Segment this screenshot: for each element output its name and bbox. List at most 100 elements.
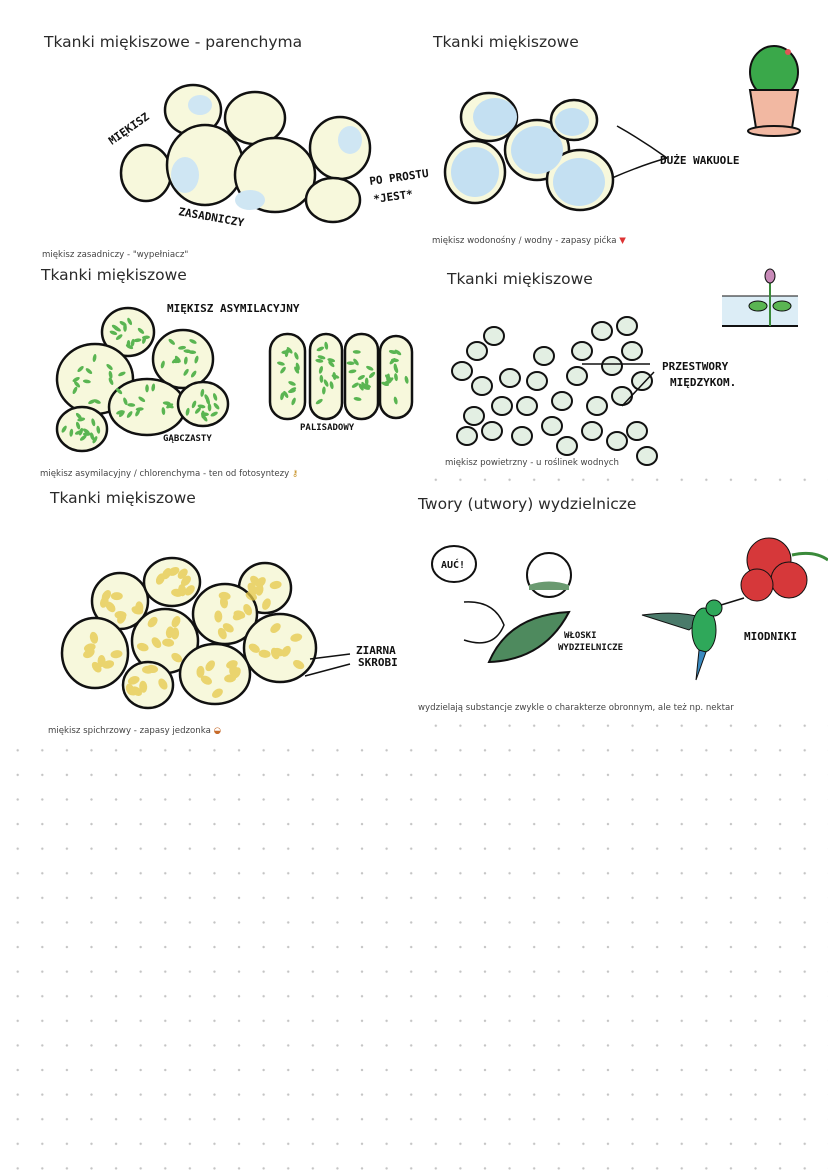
starch-grain	[155, 573, 165, 585]
chloroplast	[316, 346, 325, 352]
chloroplast	[388, 349, 397, 355]
chloroplast	[205, 396, 210, 405]
panel-title: Tkanki miękiszowe	[433, 33, 579, 51]
chloroplast	[353, 397, 362, 401]
chloroplast	[82, 428, 90, 434]
starch-grain	[105, 601, 116, 613]
starch-grain	[233, 610, 246, 619]
air-cell	[626, 421, 648, 441]
chloroplast	[318, 365, 323, 374]
chloroplast	[183, 368, 189, 376]
starch-grain	[117, 612, 127, 624]
chloroplast	[137, 327, 145, 334]
chloroplast	[362, 385, 371, 390]
chloroplast	[75, 421, 81, 430]
air-cell	[616, 316, 638, 336]
air-cell	[556, 436, 578, 456]
starch-grain	[151, 637, 162, 649]
chloroplast	[291, 397, 296, 406]
chloroplast	[358, 383, 364, 391]
chloroplast	[322, 386, 326, 395]
hibiscus-flower-icon	[740, 537, 828, 602]
chloroplast	[109, 330, 118, 336]
chloroplast	[328, 360, 335, 368]
chloroplast	[194, 355, 199, 364]
air-cell	[611, 386, 633, 406]
starch-grain	[83, 643, 96, 652]
chloroplast	[96, 425, 101, 434]
starch-grain	[142, 665, 155, 674]
panel-water-parenchyma: Tkanki miękiszowe DUŻE WAKUOLE miękisz w…	[432, 0, 828, 252]
secretory-illustration: AUĆ! WŁOSKI WYDZIELNICZE MIODNIKI	[431, 537, 828, 681]
air-cell	[491, 396, 513, 416]
chloroplast	[119, 321, 127, 327]
chloroplast	[88, 399, 96, 405]
chloroplast	[315, 398, 323, 405]
chloroplast	[352, 350, 361, 354]
air-cell	[631, 371, 653, 391]
chloroplast	[294, 366, 300, 374]
air-cell	[471, 376, 493, 396]
label-wloski: WŁOSKI	[564, 631, 597, 641]
chloroplast	[72, 386, 78, 395]
chloroplast	[213, 402, 220, 410]
starch-grain	[212, 688, 223, 698]
chloroplast	[115, 388, 123, 395]
starch-grain	[217, 627, 227, 640]
chloroplast	[127, 317, 133, 326]
label-po-prostu: PO PROSTU	[369, 167, 430, 188]
water-plant-icon	[722, 268, 798, 327]
chloroplast	[210, 411, 218, 417]
air-cell	[483, 326, 505, 346]
chloroplast	[207, 403, 212, 412]
chloroplast	[151, 383, 156, 392]
label-miodniki: MIODNIKI	[744, 630, 797, 643]
chloroplast	[346, 361, 355, 366]
air-cell	[451, 361, 473, 381]
starch-grain	[162, 638, 175, 647]
label-przestwory: PRZESTWORY	[662, 360, 729, 373]
chloroplast	[366, 365, 374, 371]
chloroplast	[138, 396, 146, 403]
air-cell	[541, 416, 563, 436]
chloroplast	[92, 436, 98, 444]
chloroplast	[381, 381, 390, 387]
chloroplast	[161, 407, 166, 416]
starch-grain	[171, 616, 181, 628]
air-cell	[511, 426, 533, 446]
chloroplast	[200, 412, 209, 416]
chloroplast	[390, 358, 399, 363]
air-cell	[456, 426, 478, 446]
assimilation-illustration: MIĘKISZ ASYMILACYJNY GĄBCZASTY PALISADOW…	[55, 302, 414, 453]
starch-grain	[269, 580, 282, 590]
water-parenchyma-illustration: DUŻE WAKUOLE	[443, 45, 801, 212]
label-jest: *JEST*	[373, 188, 414, 206]
panel-title: Tkanki miękiszowe - parenchyma	[44, 33, 303, 51]
chloroplast	[394, 365, 399, 374]
chloroplast	[317, 355, 326, 360]
air-cell	[533, 346, 555, 366]
label-auc: AUĆ!	[441, 558, 465, 571]
starch-grain	[247, 586, 258, 597]
chloroplast	[288, 389, 296, 394]
panel-caption: miękisz wodonośny / wodny - zapasy pićka…	[432, 236, 626, 246]
cup-icon: ▼	[619, 236, 626, 246]
chloroplast	[357, 375, 365, 380]
label-duze-wakuole: DUŻE WAKUOLE	[660, 153, 739, 167]
panel-title: Tkanki miękiszowe	[41, 266, 187, 284]
chloroplast	[191, 400, 197, 409]
starch-grain	[184, 585, 195, 596]
chloroplast	[108, 377, 114, 385]
bowl-icon: ◒	[213, 726, 222, 736]
chloroplast	[141, 335, 150, 340]
label-skrobi: SKROBI	[358, 656, 398, 669]
air-cell	[586, 396, 608, 416]
starch-grain	[196, 665, 205, 678]
chloroplast	[115, 334, 123, 341]
air-cell	[526, 371, 548, 391]
chloroplast	[183, 349, 192, 354]
starch-grain	[127, 676, 140, 685]
chloroplast	[364, 377, 369, 386]
chloroplast	[353, 358, 359, 366]
starch-grain	[158, 678, 168, 690]
